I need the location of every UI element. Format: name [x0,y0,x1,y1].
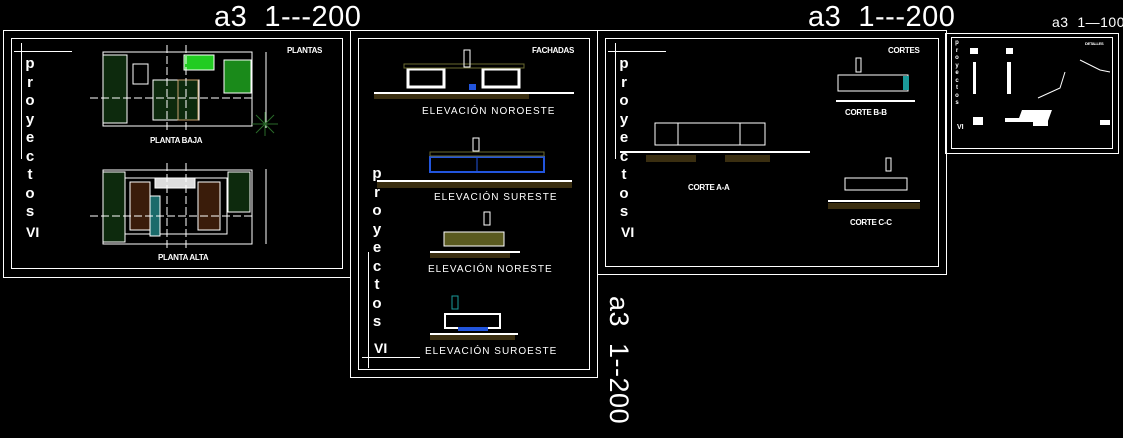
title-line [362,357,420,358]
project-letter: y [372,220,382,238]
label-planta-baja: PLANTA BAJA [150,136,203,145]
detail-columns [970,48,1013,94]
sheet-cortes-inner [605,38,939,267]
project-letter: y [619,110,629,128]
project-letter: y [955,62,959,69]
elevation-sureste [377,137,572,188]
label-elevacion-noreste: ELEVACIÓN NORESTE [428,264,553,275]
sheet-cortes-outer[interactable] [597,30,947,275]
scale-label-detalles: a3 1—100 [1052,14,1123,30]
project-letter: s [372,313,382,330]
label-corte-b: CORTE B-B [845,108,887,117]
project-letter: o [955,55,959,61]
project-letter: o [619,92,629,109]
project-letter: e [619,129,629,146]
project-letter: t [956,85,958,91]
project-letter: p [955,40,959,46]
project-letter: o [372,294,382,312]
label-elevacion-noroeste: ELEVACIÓN NOROESTE [422,106,556,117]
planta-alta-plan [90,163,267,248]
project-letter: c [619,147,629,165]
planta-baja-plan [90,45,267,130]
project-number: VI [374,340,388,356]
project-letter: t [27,166,33,183]
corte-a-section [620,122,810,162]
project-number: VI [957,124,964,131]
project-letter: o [955,92,959,99]
sheet-title-cortes: CORTES [888,46,920,55]
elevation-noroeste [374,49,574,99]
label-planta-alta: PLANTA ALTA [158,253,209,262]
project-letter: e [25,129,35,146]
elevations-drawing[interactable] [0,0,600,380]
corte-b-section [836,57,915,102]
sheet-title-fachadas: FACHADAS [532,46,575,55]
scale-label-cortes: a3 1---200 [808,1,956,33]
project-letter: c [25,147,35,165]
title-line [608,51,666,52]
project-letter: p [372,165,382,182]
sections-drawing[interactable] [0,0,950,280]
title-line [21,43,22,159]
project-letter: c [372,257,382,275]
detail-stairs [1037,59,1111,99]
sheet-fachadas-inner [358,38,590,370]
project-letter: r [27,73,33,91]
project-letter: r [374,183,380,201]
sheet-detalles-outer[interactable] [945,33,1119,154]
project-letter: y [25,110,35,128]
project-letter: s [619,203,629,220]
project-letter: o [25,92,35,109]
title-line [615,43,616,159]
sheet-plantas-inner [11,38,343,269]
label-elevacion-suroeste: ELEVACIÓN SUROESTE [425,346,558,357]
project-letter: o [25,184,35,202]
scale-label-plantas: a3 1---200 [214,1,362,33]
title-line [14,51,72,52]
floor-plans-drawing[interactable] [0,0,360,280]
elevation-suroeste [430,295,518,340]
corte-c-section [828,157,920,209]
project-letter: t [621,166,627,183]
project-number: VI [621,224,635,240]
project-letter: r [955,47,959,54]
project-letter: p [25,55,35,72]
project-letter: s [955,100,959,106]
scale-label-fachadas: a3 1--200 [604,296,634,425]
project-letter: e [955,70,959,76]
sheet-title-detalles: DETALLES [1085,41,1104,46]
details-drawing[interactable] [0,0,1120,160]
project-letter: p [619,55,629,72]
sheet-detalles-inner [951,37,1113,149]
project-letter: r [621,73,627,91]
tree-icon [252,112,278,136]
project-letter: o [372,202,382,219]
project-letter: e [372,239,382,256]
sheet-title-plantas: PLANTAS [287,46,323,55]
label-elevacion-sureste: ELEVACIÓN SURESTE [434,192,558,203]
project-letter: t [374,276,380,293]
project-letter: c [955,77,959,84]
elevation-noreste [430,211,520,258]
label-corte-c: CORTE C-C [850,218,892,227]
project-letter: o [619,184,629,202]
project-number: VI [26,224,40,240]
title-line [368,252,369,368]
detail-bottom [973,110,1110,126]
project-letter: s [25,203,35,220]
label-corte-a: CORTE A-A [688,183,730,192]
